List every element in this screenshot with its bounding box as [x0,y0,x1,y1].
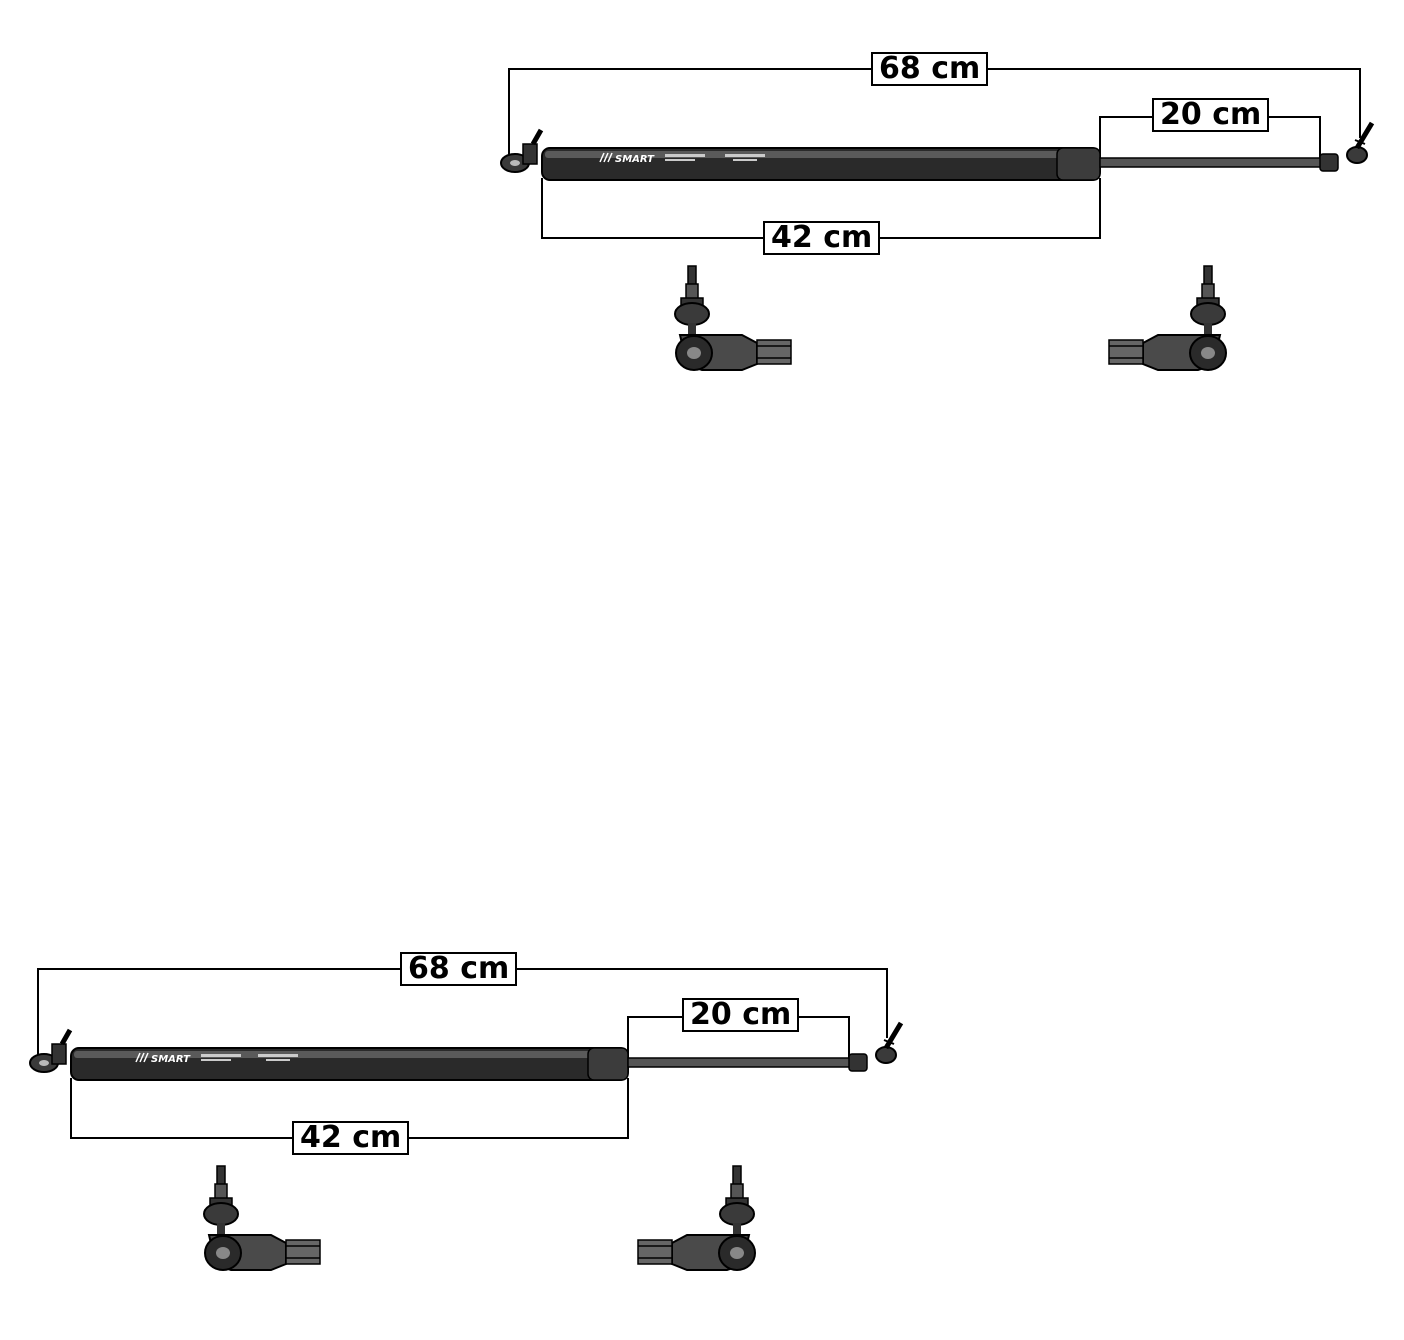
gas-strut-drawing: SMART [500,68,1375,371]
gas-strut-diagram-top: SMART [497,40,1397,440]
body-length-label: 42 cm [763,221,881,255]
stroke-length-label: 20 cm [1152,98,1270,132]
brand-mark: SMART [615,154,655,165]
ball-joint-detail-left [203,1165,321,1271]
right-end-fitting [1319,121,1375,172]
brand-mark: SMART [151,1054,191,1065]
overall-length-label: 68 cm [400,952,518,986]
left-end-fitting [500,128,544,173]
overall-length-label: 68 cm [871,52,989,86]
ball-joint-detail-right [1108,265,1227,371]
piston-rod [1099,157,1323,168]
body-length-label: 42 cm [292,1121,410,1155]
brand-decal: SMART [599,152,765,165]
left-end-fitting [29,1028,73,1073]
piston-rod [627,1057,851,1068]
ball-joint-detail-right [637,1165,756,1271]
gas-strut-diagram-bottom: SMART [26,940,926,1340]
stroke-length-label: 20 cm [682,998,800,1032]
ball-joint-detail-left [674,265,792,371]
brand-decal: SMART [135,1052,298,1065]
right-end-fitting [848,1021,904,1072]
gas-strut-drawing: SMART [29,968,904,1271]
